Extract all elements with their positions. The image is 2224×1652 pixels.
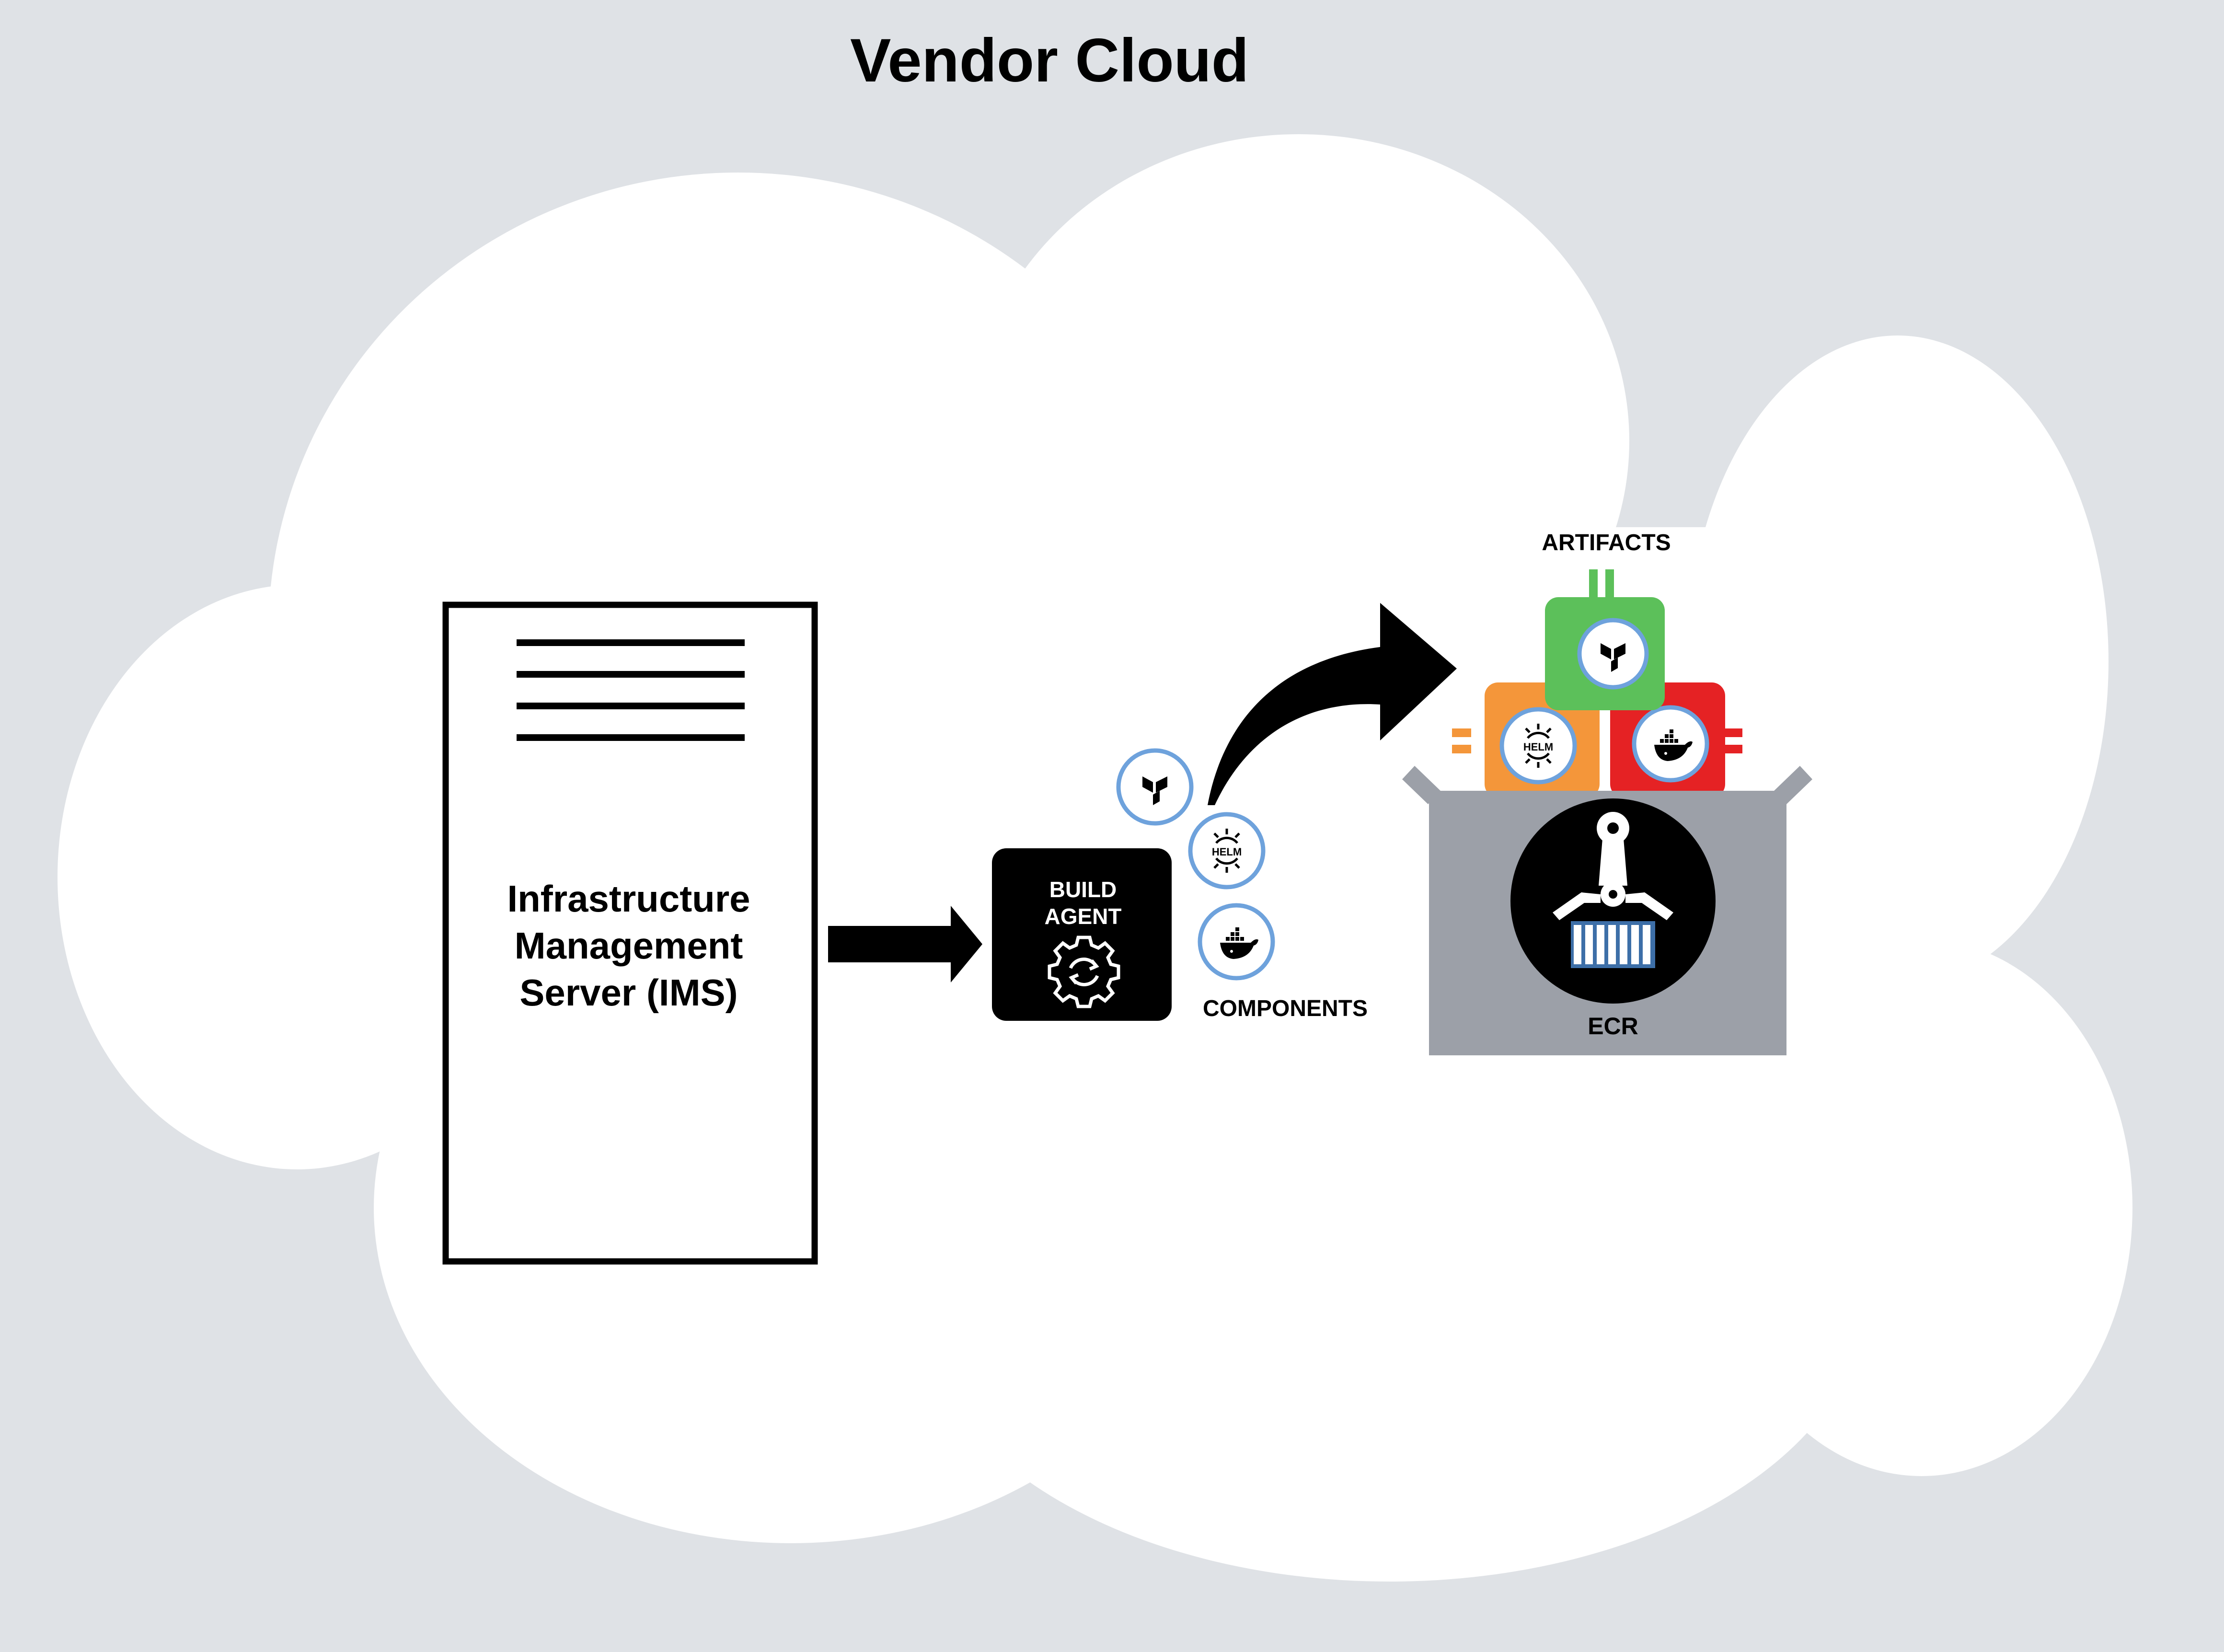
helm-icon-text-artifact: HELM <box>1523 741 1553 753</box>
component-terraform <box>1116 748 1194 826</box>
artifacts-label: ARTIFACTS <box>1542 530 1671 555</box>
container-icon <box>1571 921 1655 968</box>
server-line-2 <box>517 671 745 678</box>
build-agent-label-line-2: AGENT <box>1045 904 1122 929</box>
ecr-label: ECR <box>1588 1013 1638 1040</box>
gear-sync-icon <box>1048 936 1120 1008</box>
artifact-orange-helm: HELM <box>1452 682 1600 797</box>
server-line-3 <box>517 703 745 709</box>
helm-icon-text: HELM <box>1212 846 1242 858</box>
components: HELM COMPONENTS <box>1116 748 1368 1021</box>
artifact-red-docker <box>1610 682 1742 797</box>
page-title: Vendor Cloud <box>850 26 1249 95</box>
ims-server: Infrastructure Management Server (IMS) <box>442 601 818 1265</box>
ims-label-line-3: Server (IMS) <box>519 971 737 1014</box>
component-helm: HELM <box>1188 812 1266 890</box>
components-label: COMPONENTS <box>1203 996 1368 1021</box>
curved-arrow <box>1208 603 1457 805</box>
component-docker <box>1198 903 1275 981</box>
build-agent-label-line-1: BUILD <box>1049 877 1117 902</box>
artifact-green-terraform <box>1545 569 1665 710</box>
ims-label-line-2: Management <box>515 924 743 967</box>
ecr-box: ECR <box>1402 766 1812 1055</box>
build-agent-box <box>992 848 1172 1021</box>
arrow-ims-to-agent <box>828 906 982 982</box>
build-agent: BUILD AGENT <box>992 848 1172 1021</box>
server-line-4 <box>517 734 745 741</box>
ims-label-line-1: Infrastructure <box>507 878 750 920</box>
server-line-1 <box>517 639 745 646</box>
ims-server-box <box>442 601 818 1265</box>
robotic-arm-icon <box>1553 812 1673 920</box>
